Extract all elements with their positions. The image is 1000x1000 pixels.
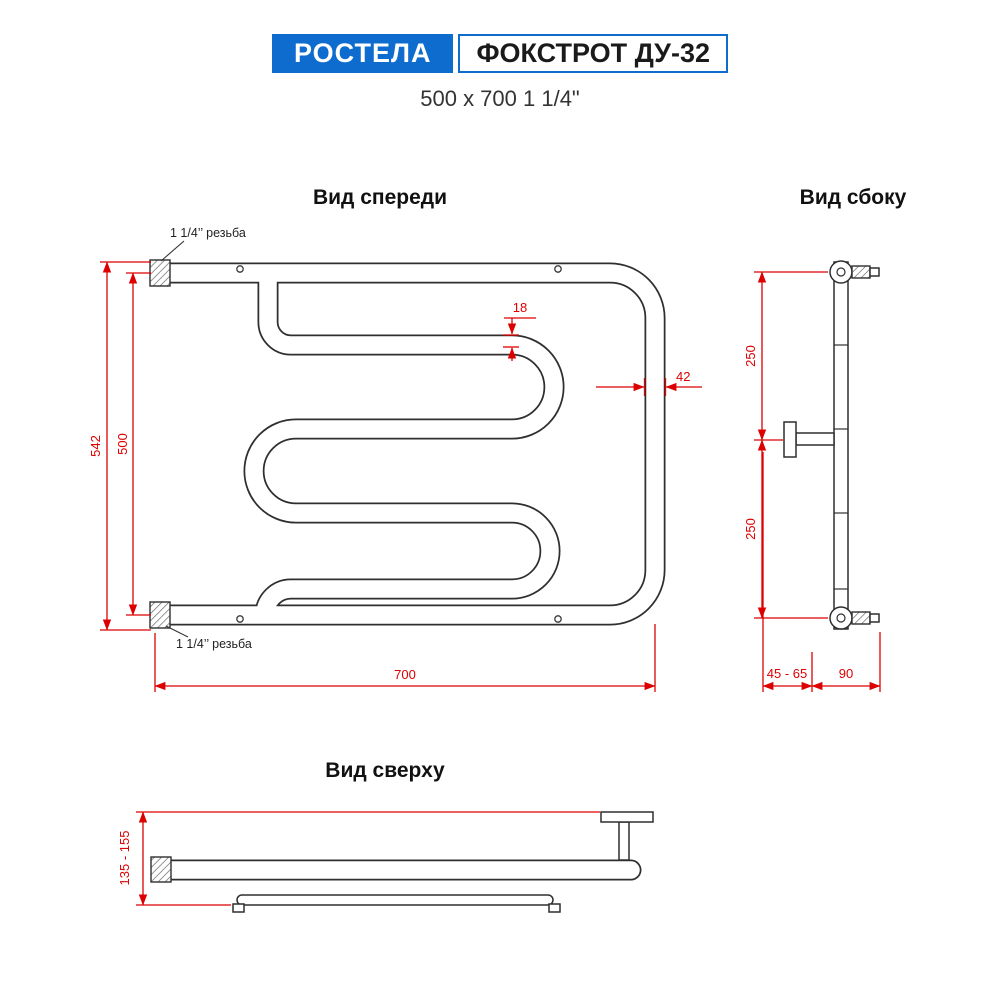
- model-badge: ФОКСТРОТ ДУ-32: [458, 34, 728, 73]
- thread-fitting-top: [851, 265, 871, 279]
- dimension-height-outer: 542: [88, 261, 151, 631]
- dimension-height-inner: 500: [115, 272, 151, 616]
- weld-ring: [236, 615, 244, 623]
- bracket-wall-plate-top-view: [600, 811, 654, 823]
- side-view: Вид сбоку 250 250: [743, 186, 907, 692]
- header: РОСТЕЛА ФОКСТРОТ ДУ-32 500 x 700 1 1/4": [0, 34, 1000, 112]
- leader-line: [165, 625, 189, 638]
- side-body: [783, 260, 880, 630]
- bracket-wall-plate: [783, 421, 797, 458]
- frame-pipe-body: [163, 264, 664, 624]
- thread-cap-top-view: [150, 856, 172, 883]
- dimension-value-wall-offset: 45 - 65: [767, 666, 807, 681]
- top-view-title: Вид сверху: [325, 759, 445, 782]
- weld-ring: [554, 265, 562, 273]
- dimension-value-42: 42: [676, 369, 690, 384]
- collector-end-top: [829, 260, 853, 284]
- dimension-value-500: 500: [115, 433, 130, 455]
- front-view-title: Вид спереди: [313, 186, 447, 209]
- side-pipe-bar: [833, 261, 849, 630]
- dimension-value-542: 542: [88, 435, 103, 457]
- front-view: Вид спереди 542 500: [88, 186, 702, 692]
- dimension-value-250-upper: 250: [743, 345, 758, 367]
- serpentine-pipe-outline: [243, 273, 565, 616]
- thread-label-top-text: 1 1/4’’ резьба: [170, 226, 246, 240]
- brand-row: РОСТЕЛА ФОКСТРОТ ДУ-32: [272, 34, 728, 73]
- dimension-width: 700: [154, 624, 656, 692]
- dimension-wall-offset-depth: 45 - 65 90: [762, 452, 881, 692]
- dimension-diameter: 42: [596, 369, 702, 396]
- thread-cap-bottom: [149, 601, 171, 629]
- dimension-value-135-155: 135 - 155: [117, 831, 132, 886]
- dimension-value-250-lower: 250: [743, 518, 758, 540]
- thread-fitting-bottom: [851, 611, 871, 625]
- serpentine-bend-left: [232, 903, 245, 913]
- dimension-value-18: 18: [513, 300, 527, 315]
- dimension-gap: 18: [503, 300, 536, 361]
- collector-end-bottom: [829, 606, 853, 630]
- thread-label-bottom: 1 1/4’’ резьба: [165, 625, 252, 651]
- collector-bore-bottom: [836, 613, 846, 623]
- front-pipes: [149, 259, 666, 629]
- serpentine-edge-top-view: [236, 894, 554, 906]
- fitting-nut-top: [869, 267, 880, 277]
- thread-label-top: 1 1/4’’ резьба: [160, 226, 246, 262]
- brand-badge: РОСТЕЛА: [272, 34, 454, 73]
- top-body: [150, 811, 654, 913]
- serpentine-pipe-body: [245, 273, 563, 616]
- frame-pipe-outline: [163, 262, 666, 626]
- collector-bore-top: [836, 267, 846, 277]
- dimension-depth-range: 135 - 155: [117, 811, 600, 906]
- dimension-250-lower: 250: [743, 439, 828, 619]
- dimension-250-upper: 250: [743, 271, 828, 441]
- weld-ring: [236, 265, 244, 273]
- thread-label-bottom-text: 1 1/4’’ резьба: [176, 637, 252, 651]
- bracket-arm-top-view: [618, 821, 630, 861]
- top-view: Вид сверху 135 - 155: [117, 759, 654, 913]
- serpentine-bend-right: [548, 903, 561, 913]
- fitting-nut-bottom: [869, 613, 880, 623]
- thread-cap-top: [149, 259, 171, 287]
- size-subtitle: 500 x 700 1 1/4": [420, 86, 580, 111]
- bracket-arm: [795, 432, 835, 446]
- dimension-value-700: 700: [394, 667, 416, 682]
- leader-line: [160, 240, 185, 262]
- weld-ring: [554, 615, 562, 623]
- dimension-value-90: 90: [839, 666, 853, 681]
- side-view-title: Вид сбоку: [800, 186, 907, 209]
